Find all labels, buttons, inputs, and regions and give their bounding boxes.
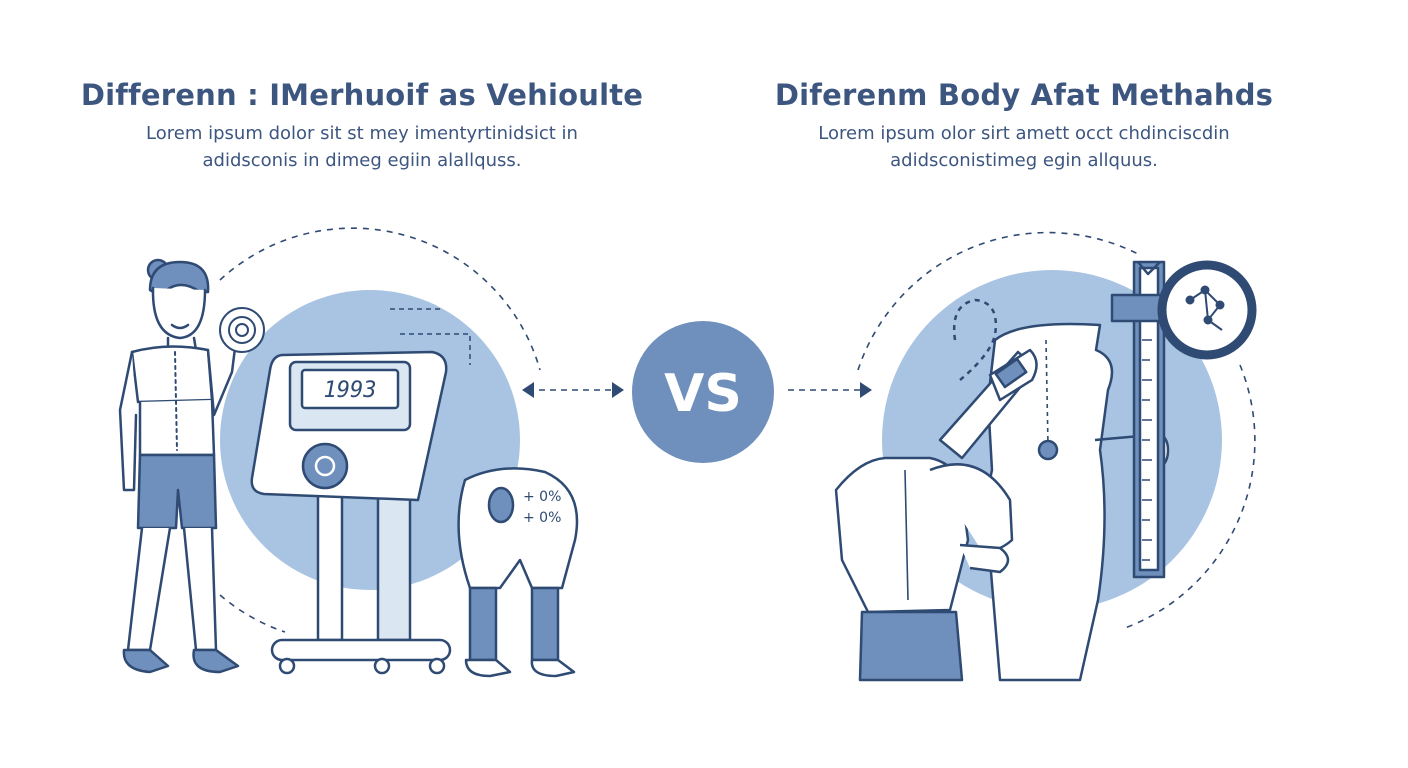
left-calf (468, 586, 498, 662)
body-reading-1: + 0% (523, 489, 561, 505)
measuring-tape (174, 351, 178, 451)
left-panel-title: Differenn : IMerhuoif as Vehioulte (80, 78, 644, 112)
left-shoe (122, 648, 170, 674)
torso-top (130, 345, 214, 404)
ruler-ticks (1142, 339, 1152, 561)
left-illustration: 1993 + 0% + 0% (118, 227, 579, 678)
right-arrow-head (860, 382, 872, 398)
right-dashed-arc-top (857, 231, 1141, 371)
right-panel-description: Lorem ipsum olor sirt amett occt chdinci… (704, 120, 1344, 174)
right-illustration (834, 231, 1257, 682)
lower-body-figure (457, 467, 579, 678)
left-description-line-1: Lorem ipsum dolor sit st mey imentyrtini… (146, 123, 578, 144)
scale-base (270, 638, 452, 662)
left-arrow-head-inner (612, 382, 624, 398)
body-fat-scale (250, 350, 452, 675)
head (151, 286, 207, 340)
caliper-gauge (994, 357, 1028, 389)
vs-divider: VS (522, 321, 872, 463)
right-arm (206, 338, 238, 417)
tester-hand (959, 543, 1010, 574)
woman-figure (118, 258, 240, 674)
smile (170, 323, 190, 330)
left-dashed-lines (390, 308, 471, 365)
right-calf (530, 586, 560, 662)
right-description-line-2: adidsconistimeg egin allquus. (890, 150, 1158, 171)
skinfold-caliper (938, 348, 1038, 460)
body-reading-2: + 0% (523, 510, 561, 526)
scale-wheel-middle (373, 657, 391, 675)
vs-badge (632, 321, 774, 463)
scale-pole-left (316, 488, 344, 642)
network-icon (1185, 285, 1225, 331)
tester-spine (904, 469, 909, 601)
head-outline (952, 298, 998, 381)
left-foot (464, 658, 512, 678)
spine-line (1045, 339, 1049, 446)
scale-wheel-right (428, 657, 446, 675)
hair (148, 260, 210, 298)
scale-dial (301, 442, 349, 490)
hips (457, 467, 579, 590)
ruler-face (1138, 266, 1160, 572)
left-dashed-arc-top (219, 227, 541, 371)
left-dashed-arc-bottom (219, 594, 286, 633)
scale-pole-right (376, 488, 412, 642)
tester-shorts (858, 610, 964, 682)
left-panel-description: Lorem ipsum dolor sit st mey imentyrtini… (42, 120, 682, 174)
shorts (136, 453, 218, 530)
scale-wheel-left (278, 657, 296, 675)
hip-marker (487, 486, 515, 524)
fingerprint-icon (219, 307, 265, 353)
left-description-line-2: adidsconis in dimeg egiin alallquss. (202, 150, 522, 171)
scale-dial-knob (314, 455, 336, 477)
right-shoe (192, 648, 240, 674)
right-panel-title: Diferenm Body Afat Methahds (774, 78, 1274, 112)
left-arrow-head-outer (522, 382, 534, 398)
left-arm (118, 350, 138, 492)
right-dashed-arc-right (1124, 364, 1256, 629)
right-description-line-1: Lorem ipsum olor sirt amett occt chdinci… (818, 123, 1230, 144)
tester-figure (834, 456, 1014, 682)
vs-label: VS (664, 364, 742, 424)
scale-screen (300, 368, 400, 410)
ruler-tip (1137, 261, 1161, 276)
legs (126, 526, 218, 652)
scale-display-value: 1993 (324, 378, 377, 403)
measurement-point (1037, 439, 1059, 461)
right-foot (530, 658, 576, 678)
